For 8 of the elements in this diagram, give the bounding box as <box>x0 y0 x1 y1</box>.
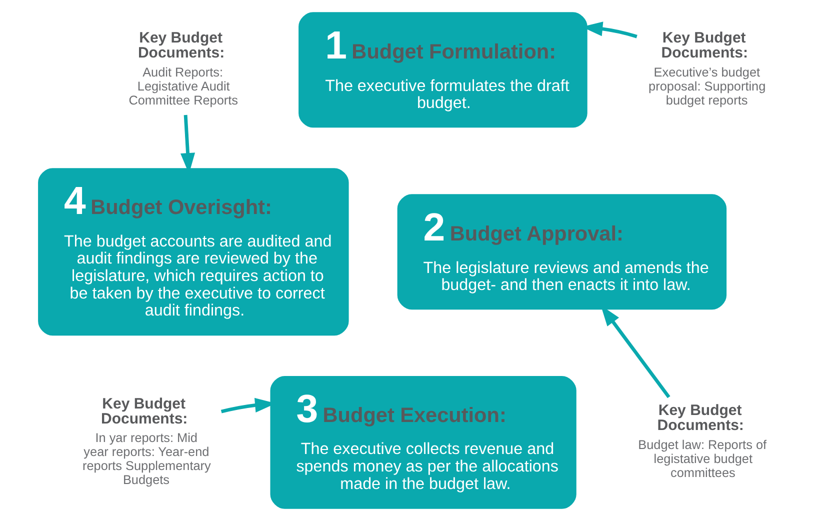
node-box: 4 Budget Overisght: The budget accounts are audited and audit findings are reviewed by the legislature, which requires action to be taken by the executive to correct audit findings. <box>38 168 348 336</box>
node-box: 2 Budget Approval: The legislature reviews and amends the budget- and then enacts it into law. <box>396 194 726 310</box>
node-text: Key Budget Documents: Audit Reports: Legistative Audit Committee Reports <box>128 30 238 108</box>
node-text: Key Budget Documents: Budget law: Reports of legistative budget committees <box>638 402 766 480</box>
node-box: 1 Budget Formulation: The executive formulates the draft budget. <box>298 12 587 128</box>
node-text: Key Budget Documents: In yar reports: Mid year reports: Year-end reports Supplementary Budgets <box>82 395 210 487</box>
node-text: Key Budget Documents: Executive’s budget proposal: Supporting budget reports <box>648 30 766 108</box>
node-box: 3 Budget Execution: The executive collects revenue and spends money as per the allocations made in the budget law. <box>270 376 576 509</box>
